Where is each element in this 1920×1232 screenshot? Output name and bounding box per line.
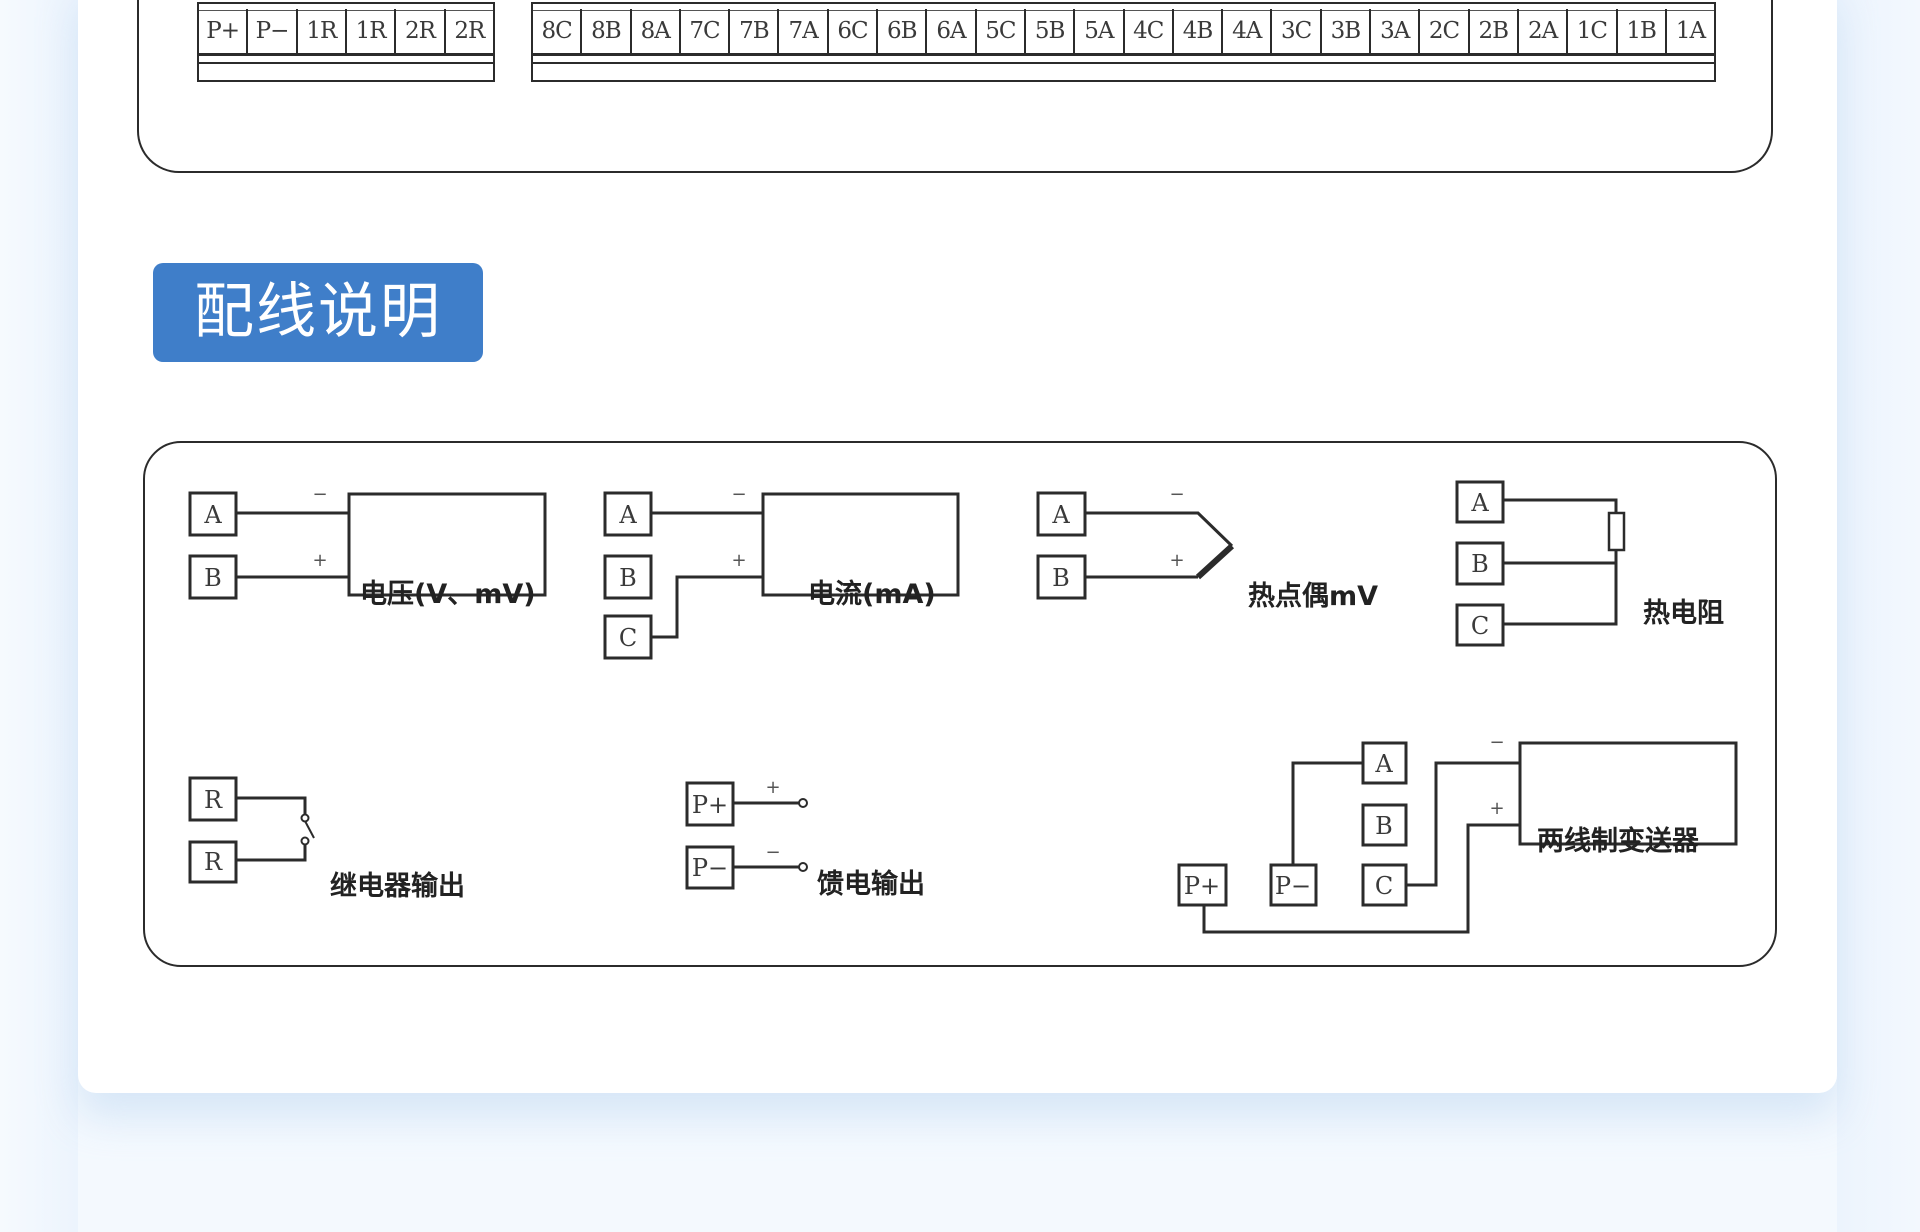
terminal-cell: 8A <box>632 9 681 53</box>
terminal-cell: 7C <box>681 9 731 53</box>
terminal-cell: 5C <box>977 9 1026 53</box>
terminal-cell: 4C <box>1125 9 1174 53</box>
terminal-cell: 2R <box>396 9 446 53</box>
terminal-cell: 7B <box>730 9 780 53</box>
terminal-mid-rail <box>533 53 1714 64</box>
wiring-diagram-panel <box>143 441 1777 967</box>
terminal-cell: P− <box>248 9 298 53</box>
terminal-cell: 5B <box>1026 9 1076 53</box>
page-background-left <box>0 0 78 1232</box>
terminal-cell: 3B <box>1322 9 1372 53</box>
page-background-right <box>1837 0 1920 1232</box>
terminal-cell: 2C <box>1420 9 1470 53</box>
terminal-cell: 5A <box>1075 9 1125 53</box>
terminal-cell: 2A <box>1519 9 1569 53</box>
terminal-cell: P+ <box>199 9 249 53</box>
terminal-cell: 7A <box>779 9 829 53</box>
terminal-cell: 3A <box>1371 9 1421 53</box>
terminal-cell: 4A <box>1223 9 1273 53</box>
terminal-cell: 1C <box>1568 9 1618 53</box>
terminal-mid-rail <box>199 53 493 64</box>
terminal-cell: 2B <box>1470 9 1519 53</box>
terminal-cell: 1R <box>298 9 347 53</box>
terminal-cell: 8C <box>533 9 583 53</box>
terminal-cell: 6B <box>878 9 928 53</box>
terminal-cell: 3C <box>1272 9 1322 53</box>
terminal-cell: 6A <box>927 9 977 53</box>
terminal-cell: 1R <box>347 9 397 53</box>
terminal-cell: 8B <box>582 9 632 53</box>
terminal-cell: 1A <box>1675 18 1706 44</box>
terminal-cell: 4B <box>1174 9 1224 53</box>
terminal-cell: 1B <box>1618 9 1667 53</box>
terminal-cell: 2R <box>454 18 485 44</box>
section-heading-wiring: 配线说明 <box>153 263 483 362</box>
terminal-cell: 6C <box>829 9 879 53</box>
